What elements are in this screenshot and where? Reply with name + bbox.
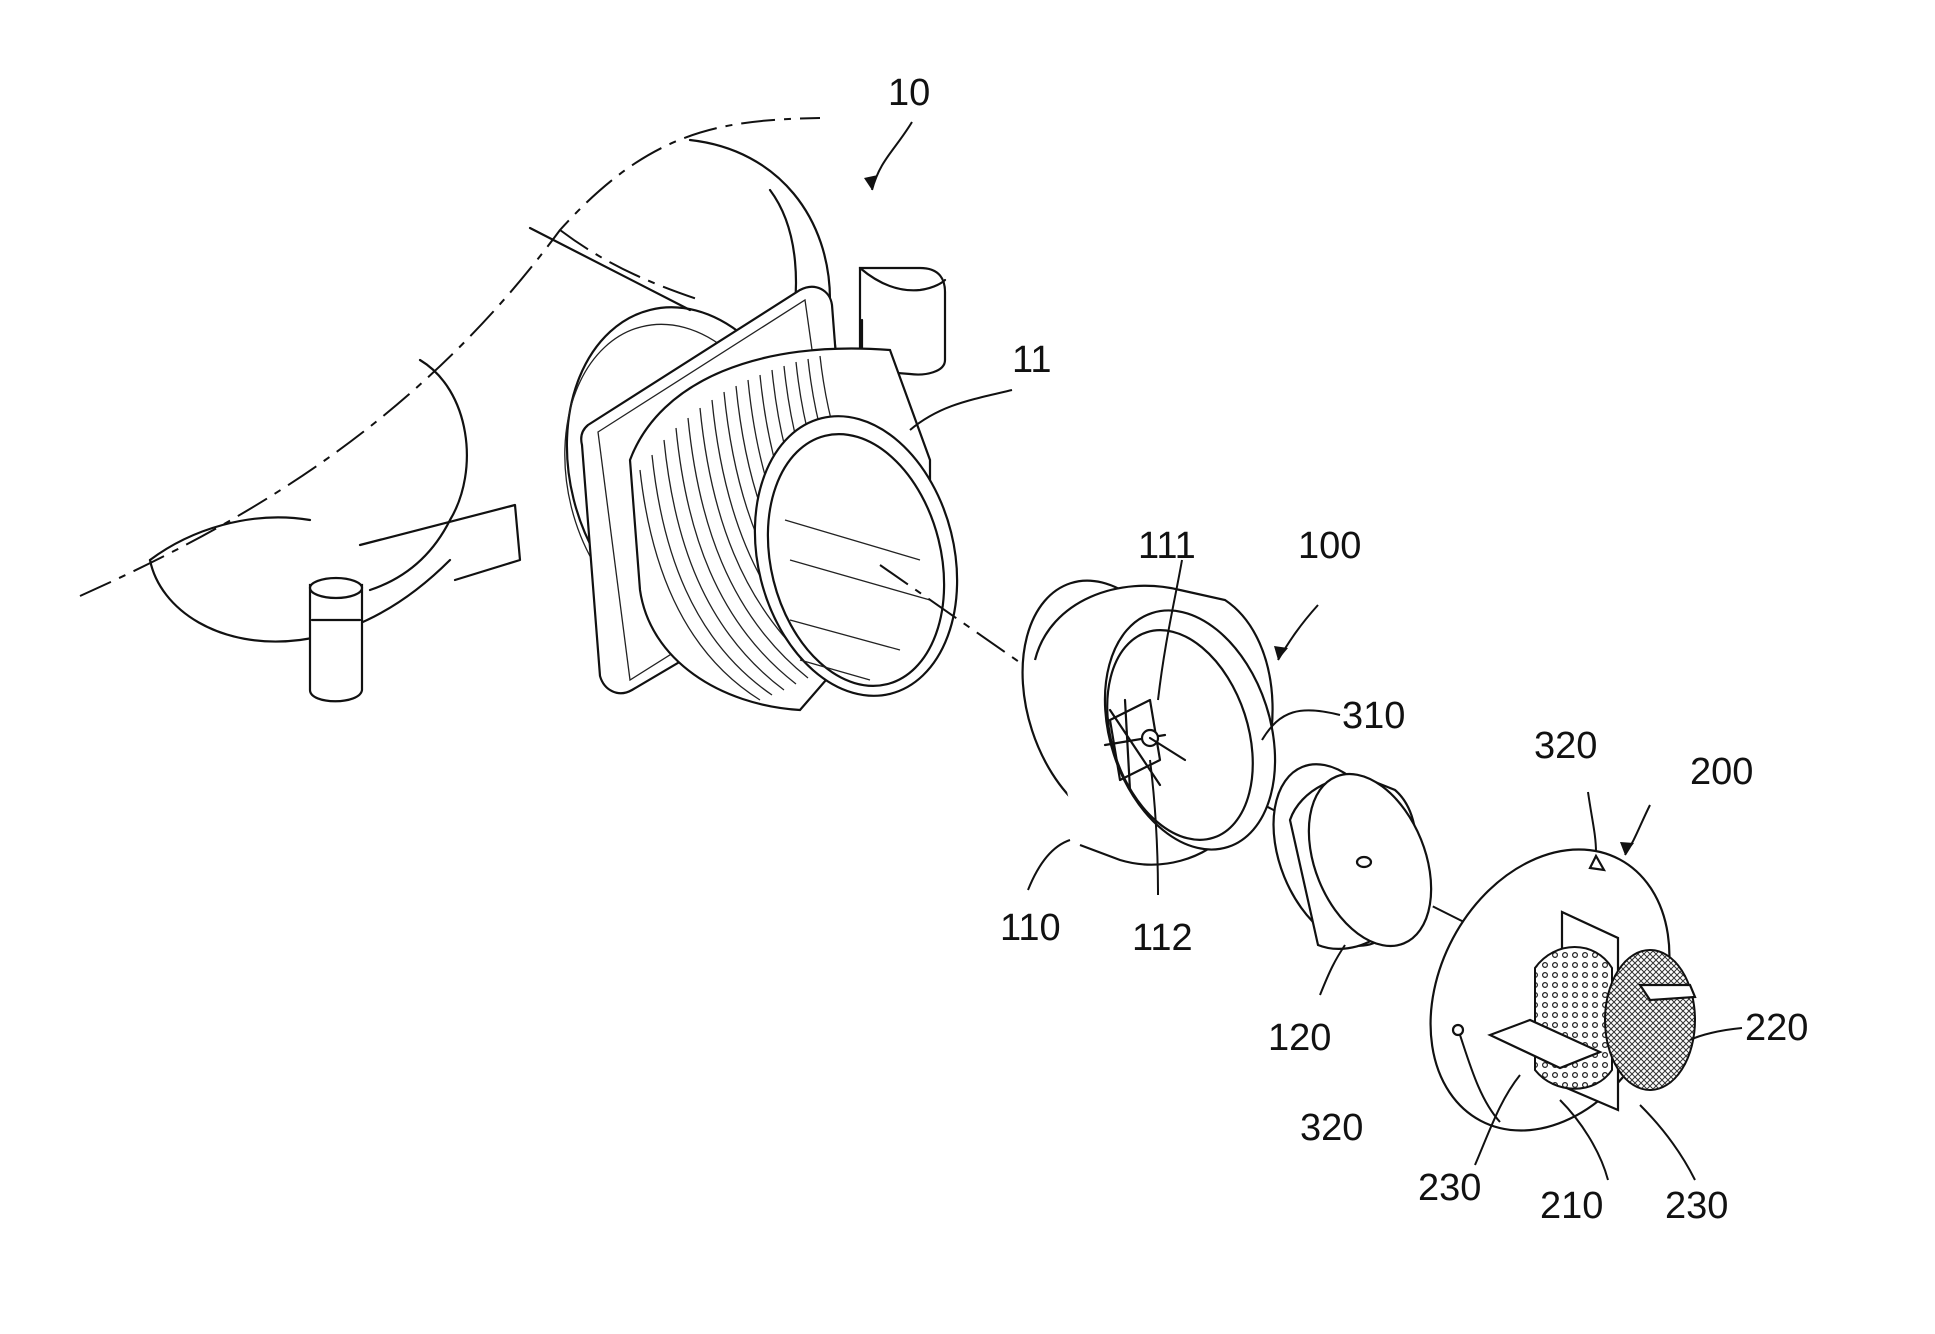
label-310: 310: [1342, 695, 1405, 737]
label-320-left: 320: [1300, 1107, 1363, 1149]
check-valve-housing: [992, 558, 1304, 872]
label-200: 200: [1690, 751, 1753, 793]
label-111: 111: [1138, 525, 1196, 567]
label-210: 210: [1540, 1185, 1603, 1227]
label-230-right: 230: [1665, 1185, 1728, 1227]
label-230-left: 230: [1418, 1167, 1481, 1209]
label-120: 120: [1268, 1017, 1331, 1059]
filter-assembly: [1383, 808, 1716, 1173]
label-220: 220: [1745, 1007, 1808, 1049]
label-100: 100: [1298, 525, 1361, 567]
label-110: 110: [1000, 907, 1061, 949]
label-112: 112: [1132, 917, 1193, 959]
valve-disc: [1249, 745, 1455, 965]
label-320-top: 320: [1534, 725, 1597, 767]
label-11: 11: [1012, 339, 1051, 381]
label-10: 10: [888, 72, 930, 114]
